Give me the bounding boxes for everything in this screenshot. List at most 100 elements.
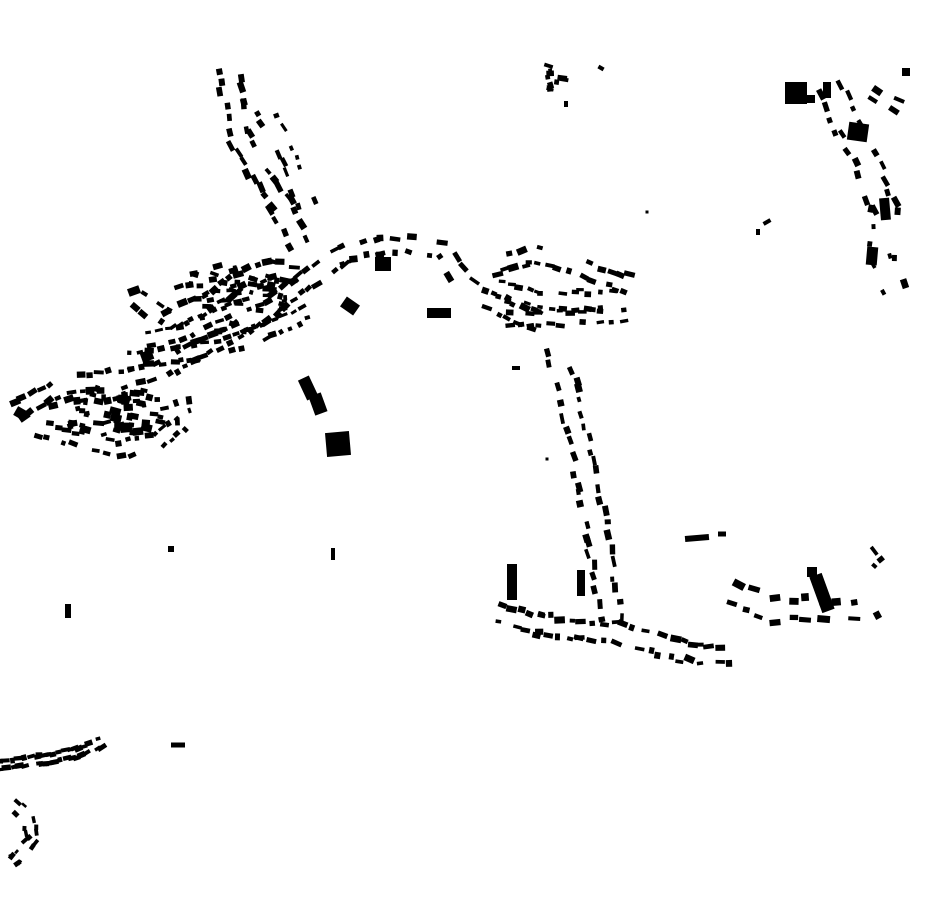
- building: [505, 322, 516, 329]
- building: [436, 252, 444, 261]
- building: [826, 116, 833, 124]
- building: [290, 309, 298, 315]
- building: [578, 310, 587, 314]
- building: [202, 303, 212, 309]
- building: [683, 653, 696, 665]
- building: [870, 148, 880, 158]
- building: [264, 204, 275, 216]
- building: [78, 397, 88, 404]
- building: [304, 314, 311, 321]
- building: [585, 637, 597, 645]
- building: [8, 852, 15, 859]
- building: [189, 331, 196, 339]
- building: [513, 284, 524, 292]
- building: [250, 173, 260, 185]
- building: [144, 431, 154, 439]
- building: [603, 529, 613, 541]
- building: [89, 392, 97, 398]
- building: [113, 417, 121, 425]
- building: [587, 449, 594, 457]
- building: [715, 644, 726, 651]
- building: [290, 206, 299, 215]
- building: [520, 626, 531, 634]
- building: [535, 323, 542, 328]
- building: [619, 318, 629, 324]
- building: [79, 408, 86, 414]
- building: [71, 430, 80, 437]
- building: [524, 609, 535, 619]
- building: [139, 349, 155, 363]
- building: [726, 599, 738, 608]
- building: [566, 435, 574, 446]
- building: [554, 381, 562, 392]
- building: [879, 160, 887, 170]
- building: [880, 288, 887, 296]
- building: [105, 437, 115, 443]
- building: [329, 245, 340, 254]
- building: [608, 319, 614, 325]
- building: [452, 251, 463, 263]
- building: [876, 555, 885, 564]
- building: [533, 260, 541, 266]
- building: [145, 330, 152, 335]
- building: [118, 369, 125, 375]
- building: [171, 742, 185, 748]
- building: [837, 129, 847, 139]
- building: [247, 281, 258, 288]
- building: [610, 555, 617, 568]
- building: [175, 323, 185, 331]
- building: [756, 229, 760, 235]
- building: [304, 284, 313, 293]
- building: [620, 613, 624, 622]
- building: [535, 628, 544, 635]
- building: [10, 764, 16, 770]
- building: [197, 352, 209, 360]
- building: [592, 464, 600, 474]
- building: [79, 422, 86, 429]
- building: [267, 275, 273, 281]
- building: [273, 180, 284, 193]
- building: [512, 624, 522, 630]
- building: [63, 394, 75, 404]
- building: [504, 297, 512, 305]
- building: [375, 257, 391, 271]
- building: [286, 278, 298, 284]
- building: [13, 406, 27, 420]
- building: [747, 584, 761, 594]
- building: [602, 505, 610, 517]
- building: [236, 280, 248, 291]
- building: [480, 286, 490, 295]
- building: [23, 829, 29, 838]
- building: [80, 749, 91, 758]
- building: [807, 567, 817, 577]
- building: [576, 396, 582, 403]
- building: [596, 308, 604, 315]
- building: [753, 613, 764, 621]
- building: [888, 105, 900, 116]
- building: [55, 424, 63, 431]
- building: [172, 429, 181, 439]
- building: [193, 295, 202, 302]
- building: [91, 448, 100, 453]
- building: [57, 756, 63, 763]
- building: [609, 544, 616, 555]
- building: [278, 312, 288, 319]
- building: [277, 328, 285, 336]
- building: [36, 385, 47, 393]
- building: [569, 618, 576, 623]
- building: [173, 368, 182, 377]
- building: [505, 605, 518, 614]
- building: [201, 289, 210, 298]
- building: [543, 347, 552, 358]
- building: [213, 338, 222, 345]
- building: [867, 95, 879, 105]
- building: [224, 102, 231, 110]
- building: [83, 412, 90, 418]
- building: [31, 815, 37, 824]
- building: [545, 359, 552, 368]
- building: [154, 327, 164, 333]
- building: [156, 344, 166, 353]
- building: [212, 261, 223, 271]
- building: [209, 270, 220, 278]
- building: [526, 322, 535, 331]
